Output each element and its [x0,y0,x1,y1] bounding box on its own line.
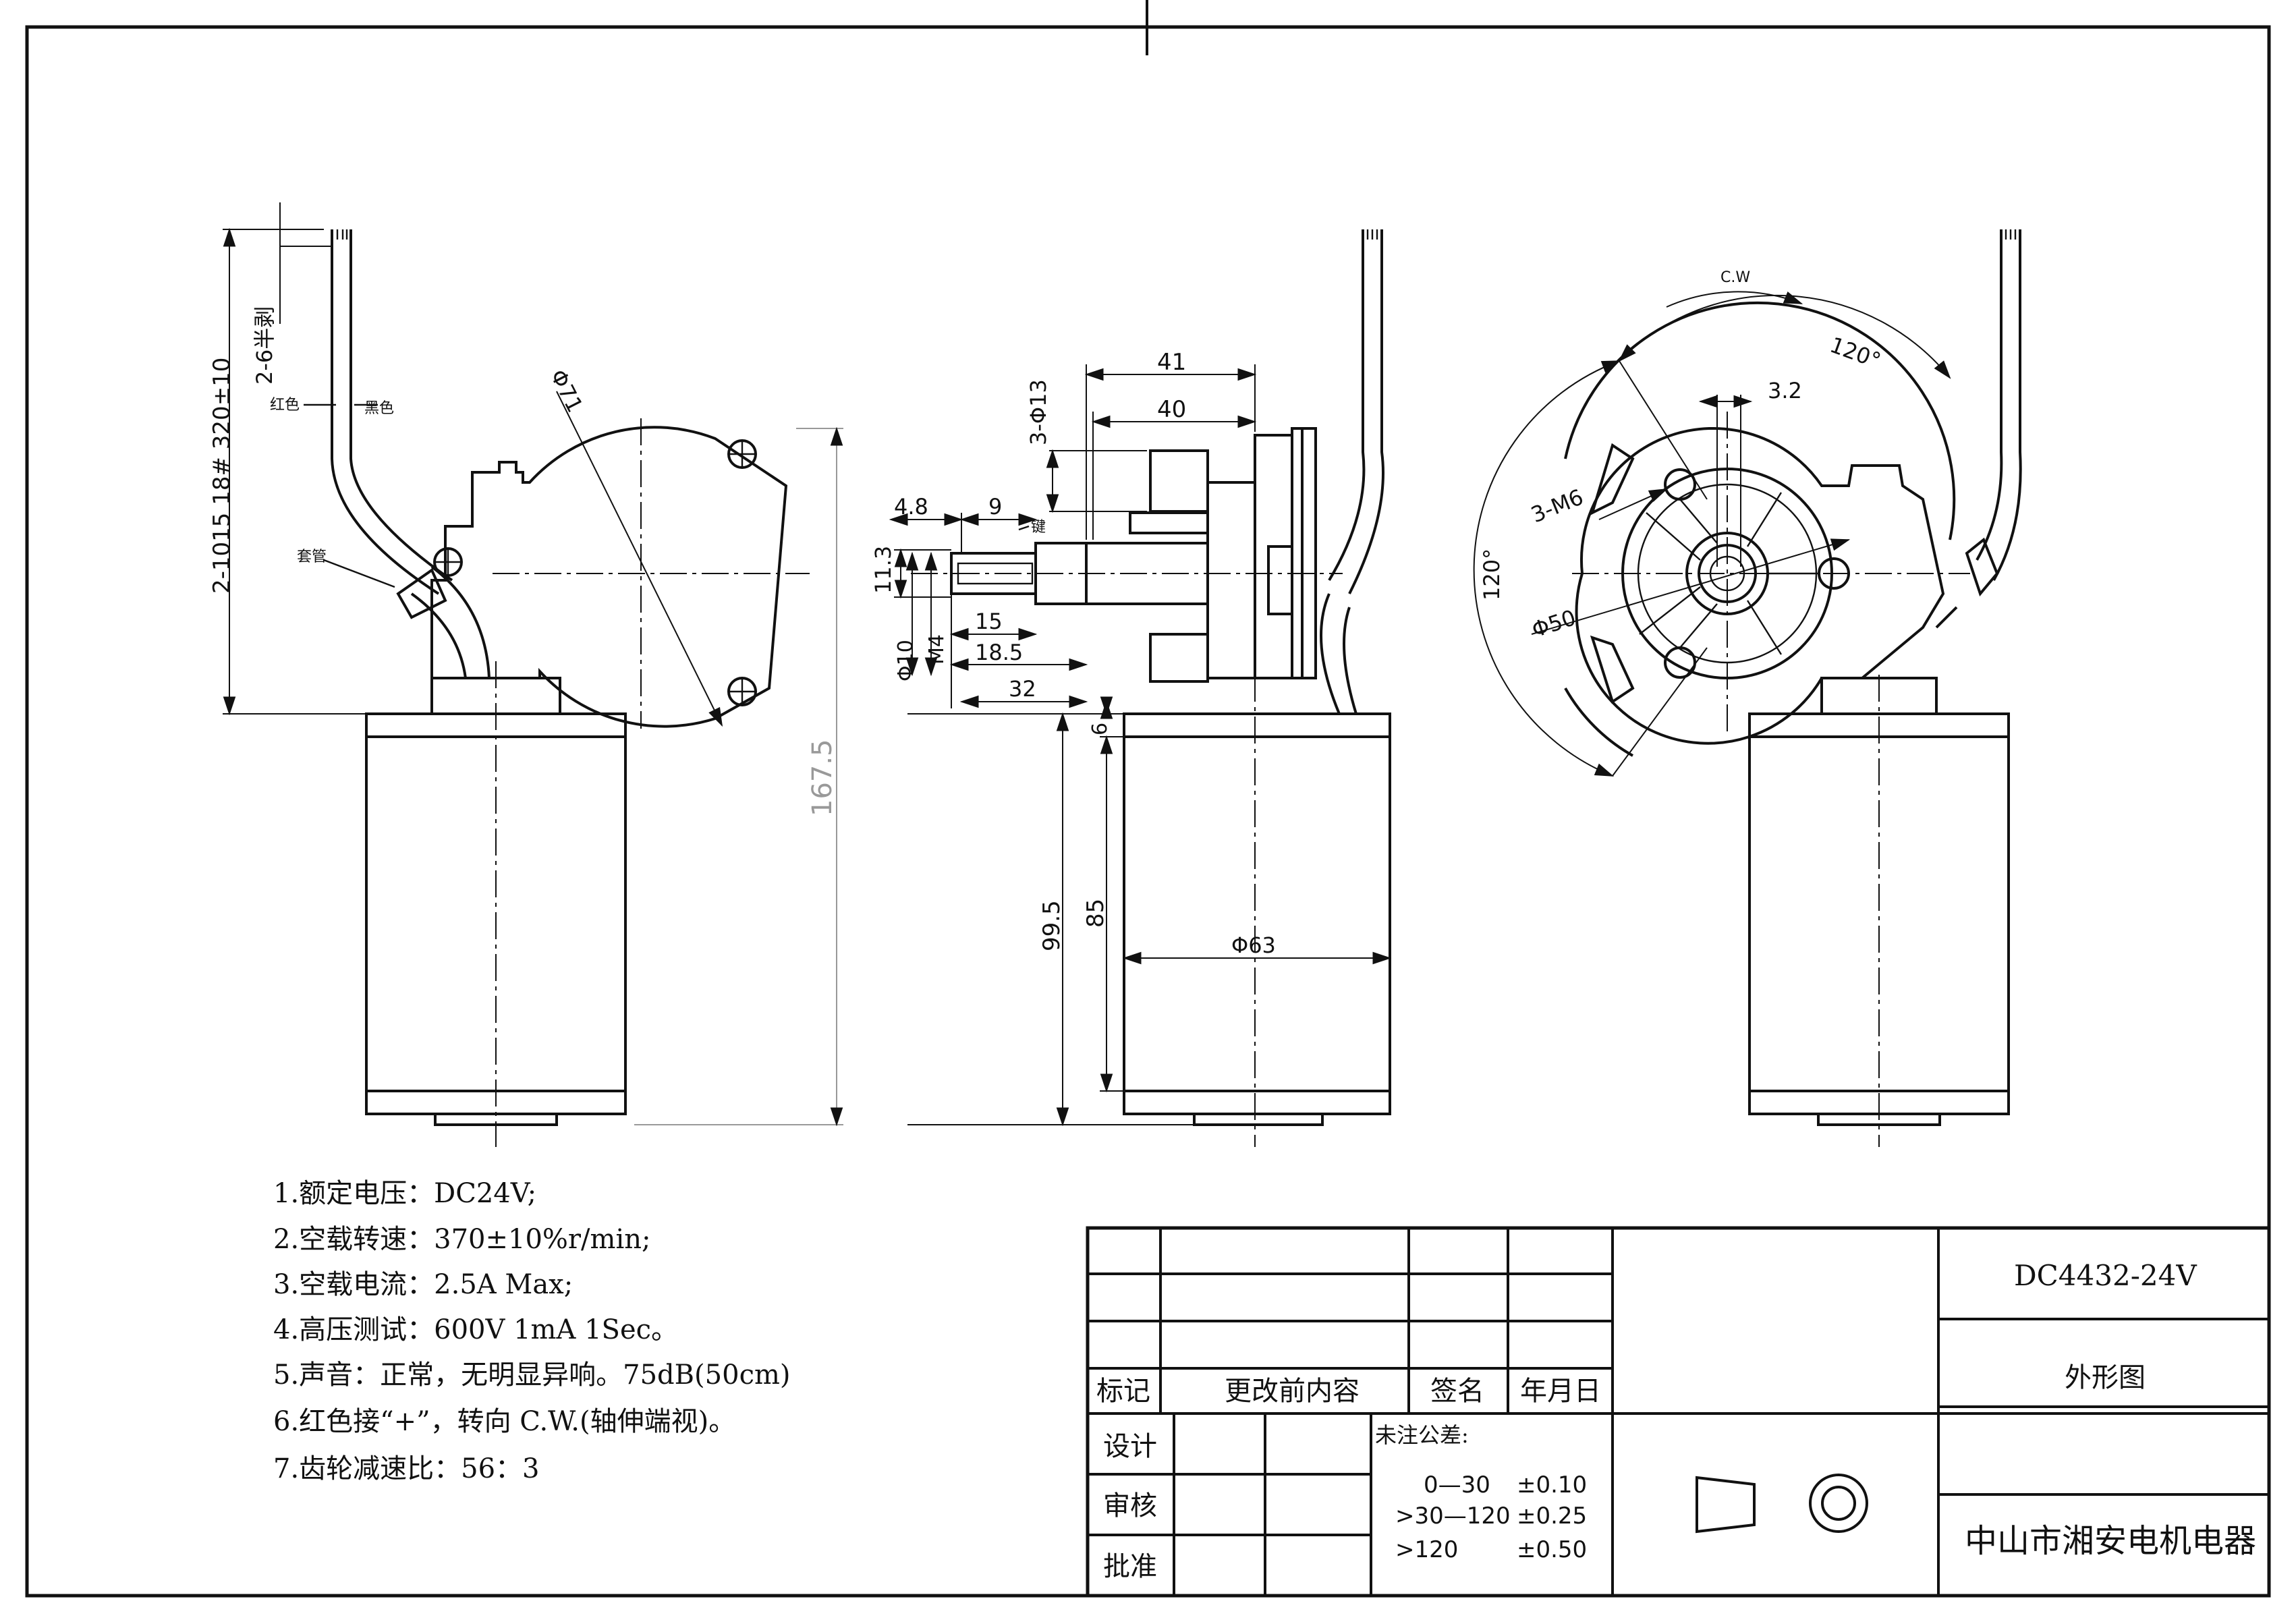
title-block [1086,1226,2271,1598]
tol-range-2: >30—120 [1395,1503,1511,1530]
end-housing [1575,427,1945,745]
dim-120-top: 120° [1826,332,1884,374]
drawing-name: 外形图 [2065,1362,2146,1393]
dim-phi50: Φ50 [1529,605,1579,643]
dim-M4: M4 [925,634,949,665]
dim-9: 9 [988,494,1002,520]
label-cw: C.W [1720,269,1750,286]
spec-line-3: 3.空载电流：2.5A Max; [273,1269,573,1300]
projection-circle-symbol [1809,1474,1868,1533]
tol-range-1: 0—30 [1424,1472,1490,1499]
dim-18-5: 18.5 [975,640,1023,665]
rev-header-sign: 签名 [1430,1376,1484,1407]
tol-value-3: ±0.50 [1517,1536,1587,1563]
lead-wires-end [1976,229,2022,581]
spec-line-2: 2.空载转速：370±10%r/min; [273,1224,651,1255]
projection-cone-symbol [1696,1476,1756,1534]
label-key: 键 [1031,519,1046,536]
side-view [889,229,1392,1147]
rev-header-date: 年月日 [1520,1376,1601,1407]
rev-header-mark: 标记 [1096,1376,1150,1407]
dim-41: 41 [1157,349,1186,376]
spec-line-7: 7.齿轮减速比：56：3 [273,1453,540,1484]
label-sleeve: 套管 [297,549,327,565]
dim-32: 32 [1009,676,1036,702]
motor-body-side [1123,712,1391,1115]
tol-value-1: ±0.10 [1517,1472,1587,1499]
lead-wires-side [1328,229,1384,594]
tol-value-2: ±0.25 [1517,1503,1587,1530]
dim-167-5: 167.5 [807,739,838,816]
spec-notes: 1.额定电压：DC24V; 2.空载转速：370±10%r/min; 3.空载电… [273,1178,791,1484]
cw-arrow [1666,291,1803,308]
spec-line-1: 1.额定电压：DC24V; [273,1178,536,1209]
gearbox-housing [430,426,788,728]
label-red-wire: 红色 [270,397,300,414]
dim-strip: 2-6半剥 [252,306,277,385]
spec-line-5: 5.声音：正常，无明显异响。75dB(50cm) [273,1360,791,1391]
dim-3-phi13: 3-Φ13 [1026,379,1051,445]
m6-hole-3 [1664,646,1696,679]
spec-line-6: 6.红色接“+”，转向 C.W.(轴伸端视)。 [273,1406,735,1437]
dim-wire-spec: 2-1015 18# 320±10 [208,358,235,594]
dim-3-M6: 3-M6 [1528,484,1587,528]
model-number: DC4432-24V [2014,1259,2197,1292]
end-view [1473,229,2022,1147]
spec-line-4: 4.高压测试：600V 1mA 1Sec。 [273,1314,678,1345]
approval-review: 审核 [1103,1490,1157,1521]
tol-range-3: >120 [1395,1536,1458,1563]
dim-6: 6 [1088,723,1112,735]
tolerance-title: 未注公差: [1375,1422,1469,1448]
dim-11-3: 11.3 [870,546,896,594]
front-view [223,202,843,1147]
dim-120-left: 120° [1479,549,1505,600]
dim-15: 15 [975,609,1003,634]
outer-arc [1564,301,1956,540]
rev-header-content: 更改前内容 [1225,1376,1360,1407]
dim-phi63: Φ63 [1231,932,1276,958]
approval-design: 设计 [1103,1431,1157,1462]
dim-99-5: 99.5 [1038,900,1065,951]
dim-40: 40 [1157,396,1186,423]
lead-wires [331,229,453,595]
company-name: 中山市湘安电机电器 [1965,1522,2256,1560]
label-black-wire: 黑色 [364,400,394,417]
gearbox-side [1206,481,1256,679]
dim-phi71: Φ71 [545,365,588,416]
dim-85: 85 [1082,899,1109,928]
dim-phi10: Φ10 [894,640,918,681]
approval-approve: 批准 [1103,1551,1157,1582]
dim-3-2: 3.2 [1768,378,1802,403]
dim-4-8: 4.8 [894,494,928,520]
